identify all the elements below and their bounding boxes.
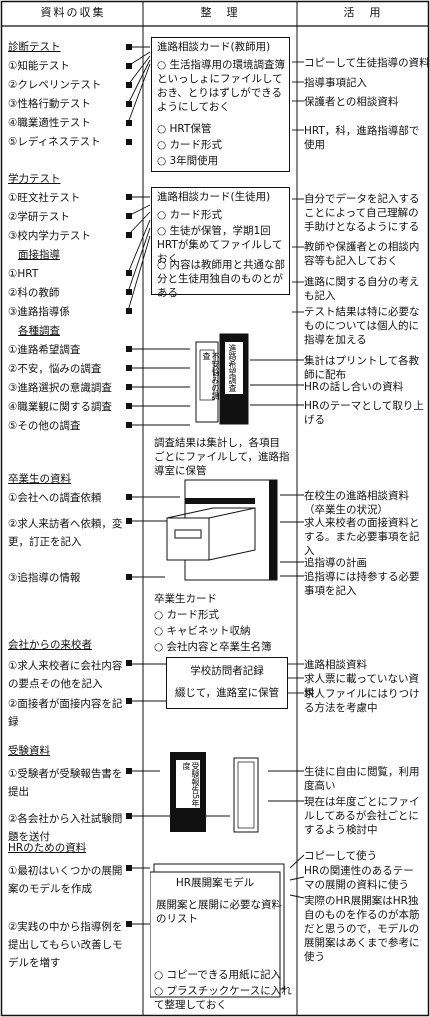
hr-model-area bbox=[150, 860, 290, 1000]
use-item: 集計はプリントして各教師に配布 bbox=[304, 355, 420, 381]
section-heading-visitors: 会社からの来校者 bbox=[8, 639, 92, 651]
list-item: ④職業観に関する調査 bbox=[8, 401, 112, 413]
binder-label: 不安悩みの調査 bbox=[202, 352, 220, 400]
visitor-record-box: 学校訪問者記録 綴じて，進路室に保管 bbox=[166, 657, 288, 709]
list-item: ③追指導の情報 bbox=[8, 572, 81, 584]
use-item: 生徒に自由に閲覧，利用度高い bbox=[304, 766, 420, 792]
section-heading-hr: HRのための資料 bbox=[8, 842, 87, 854]
use-item: 実際のHR展開案はHR独自のものを作るのが本筋だと思うので，モデルの展開案はあく… bbox=[304, 895, 420, 963]
hr-note: ○ プラスチックケースに入れて整理しておく bbox=[154, 985, 292, 1011]
use-item: コピーして生徒指導の資料 bbox=[304, 57, 430, 69]
section-heading-graduates: 卒業生の資料 bbox=[8, 473, 71, 485]
grad-card-item: ○ キャビネット収納 bbox=[154, 625, 251, 637]
visitor-record-title: 学校訪問者記録 bbox=[190, 665, 264, 677]
box-item: ○ 内容は教師用と共通な部分と生徒用独自のものとがある bbox=[157, 259, 285, 299]
box-item: ○ 3年間使用 bbox=[157, 155, 219, 167]
box-item: ○ カード形式 bbox=[157, 209, 222, 221]
section-heading-interview: 面接指導 bbox=[18, 249, 60, 261]
box-item: ○ 生活指導用の環境調査簿といっしょにファイルしておき、とりはずしができるように… bbox=[157, 59, 285, 113]
list-item: ①会社への調査依頼 bbox=[8, 492, 102, 504]
use-item: 在校生の進路相談資料（卒業生の状況） bbox=[304, 490, 409, 516]
list-item: ②面接者が面接内容を記録 bbox=[8, 698, 123, 728]
list-item: ②科の教師 bbox=[8, 287, 60, 299]
use-item: HRT，科，進路指導部で使用 bbox=[304, 125, 420, 151]
use-item: 教師や保護者との相談内容等も記入しておく bbox=[304, 241, 420, 267]
use-item: 求人票に載っていない資料 bbox=[304, 673, 419, 699]
visitor-record-text: 綴じて，進路室に保管 bbox=[174, 687, 280, 699]
use-item: HRの話し合いの資料 bbox=[304, 381, 404, 393]
survey-binders-illustration bbox=[195, 333, 249, 425]
list-item: ②各会社から入社試験問題を送付 bbox=[8, 813, 123, 843]
list-item: ①旺文社テスト bbox=[8, 192, 81, 204]
use-item: 求人来校者の面接資料とする。また必要事項を記入 bbox=[304, 517, 420, 557]
hr-note: ○ コピーできる用紙に記入 bbox=[154, 969, 282, 981]
use-item: HRのテーマとして取り上げる bbox=[304, 400, 424, 426]
use-item: 自分でデータを記入することによって自己理解の手助けとなるようにする bbox=[304, 193, 420, 233]
use-item: 進路相談資料 bbox=[304, 659, 367, 671]
grad-card-item: ○ カード形式 bbox=[154, 609, 219, 621]
use-item: 現在は年度ごとにファイルしてあるが会社ごとにするよう検討中 bbox=[304, 796, 420, 836]
use-item: テスト結果は特に必要なものについては個人的に指導を加える bbox=[304, 306, 420, 346]
list-item: ①求人来校者に会社内容の要点その他を記入 bbox=[8, 660, 123, 690]
box-item: ○ カード形式 bbox=[157, 139, 222, 151]
box-item: ○ 生徒が保管，学期1回HRTが集めてファイルしておく bbox=[157, 225, 283, 265]
list-item: ③性格行動テスト bbox=[8, 98, 91, 110]
list-item: ①最初はいくつかの展開案のモデルを作成 bbox=[8, 865, 123, 895]
use-item: 進路に関する自分の考えも記入 bbox=[304, 276, 420, 302]
use-item: HRの関連性のあるテーマの展開の資料に使う bbox=[304, 865, 414, 891]
list-item: ③校内学力テスト bbox=[8, 230, 91, 242]
teacher-card-box: 進路相談カード(教師用) ○ 生活指導用の環境調査簿といっしょにファイルしておき… bbox=[151, 37, 290, 172]
list-item: ②学研テスト bbox=[8, 211, 70, 223]
list-item: ③進路指導係 bbox=[8, 306, 70, 318]
use-item: 保護者との相談資料 bbox=[304, 96, 399, 108]
column-header-organize: 整 理 bbox=[200, 6, 240, 19]
survey-note: 調査結果は集計し，各項目ごとにファイルして，進路指導室に保管 bbox=[154, 437, 290, 477]
use-item: 追指導には持参する必要事項を記入 bbox=[304, 571, 420, 597]
list-item: ②クレペリンテスト bbox=[8, 79, 102, 91]
list-item: ⑤レディネステスト bbox=[8, 136, 101, 148]
use-item: コピーして使う bbox=[304, 850, 378, 862]
list-item: ⑤その他の調査 bbox=[8, 420, 81, 432]
list-item: ①知能テスト bbox=[8, 60, 70, 72]
section-heading-surveys: 各種調査 bbox=[18, 325, 60, 337]
section-heading-achievement: 学力テスト bbox=[8, 173, 61, 185]
box-item: ○ HRT保管 bbox=[157, 123, 212, 135]
section-heading-diagnostic: 診断テスト bbox=[8, 41, 61, 53]
use-item: 求人ファイルにはりつける方法を考慮中 bbox=[304, 688, 420, 714]
hr-model-title: HR展開案モデル bbox=[175, 877, 255, 889]
list-item: ③進路選択の意識調査 bbox=[8, 382, 112, 394]
grad-card-title: 卒業生カード bbox=[154, 593, 217, 605]
cabinet-illustration bbox=[166, 479, 278, 581]
list-item: ①受験者が受験報告書を提出 bbox=[8, 768, 123, 798]
list-item: ②求人来訪者へ依頼，変更，訂正を記入 bbox=[8, 518, 123, 548]
column-header-use: 活 用 bbox=[343, 6, 383, 19]
section-heading-exams: 受験資料 bbox=[8, 745, 50, 757]
use-item: 指導事項記入 bbox=[304, 77, 367, 89]
exam-binders-illustration bbox=[170, 752, 259, 833]
binder-label: 受験報告5年度 bbox=[182, 762, 200, 808]
teacher-card-title: 進路相談カード(教師用) bbox=[157, 41, 271, 53]
list-item: ①進路希望調査 bbox=[8, 344, 81, 356]
use-item: 追指導の計画 bbox=[304, 557, 367, 569]
hr-model-text: 展開案と展開に必要な資料のリスト bbox=[156, 899, 282, 925]
list-item: ④職業適性テスト bbox=[8, 117, 91, 129]
column-header-collection: 資料の収集 bbox=[40, 6, 106, 19]
grad-card-item: ○ 会社内容と卒業生名簿 bbox=[154, 641, 272, 653]
list-item: ②実践の中から指導例を提出してもらい改善しモデルを増す bbox=[8, 921, 123, 969]
binder-label: 進路希望調査 bbox=[228, 344, 237, 392]
list-item: ①HRT bbox=[8, 268, 39, 280]
student-card-box: 進路相談カード(生徒用) ○ カード形式 ○ 生徒が保管，学期1回HRTが集めて… bbox=[151, 187, 290, 299]
list-item: ②不安，悩みの調査 bbox=[8, 363, 102, 375]
student-card-title: 進路相談カード(生徒用) bbox=[157, 191, 271, 203]
